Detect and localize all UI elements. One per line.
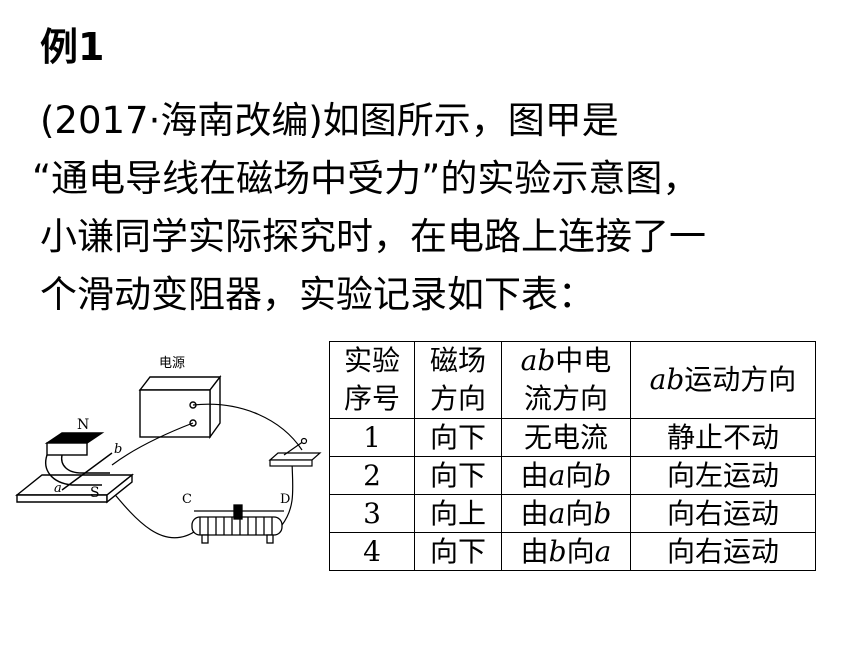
table-header-row: 实验序号 磁场方向 ab中电流方向 ab运动方向 [329,341,816,419]
cell-motion: 向左运动 [630,456,816,495]
experiment-table: 实验序号 磁场方向 ab中电流方向 ab运动方向 1 向下 无电流 静止不动 2… [329,341,816,571]
cell-current: 由a向b [501,456,631,495]
cell-current: 无电流 [501,418,631,457]
point-d-label: D [280,492,290,507]
power-supply [138,374,222,440]
horseshoe-magnet [44,432,113,491]
cell-no: 1 [329,418,415,457]
cell-field: 向下 [414,456,502,495]
cell-motion: 向右运动 [630,532,816,571]
problem-line: 个滑动变阻器，实验记录如下表： [40,273,595,316]
rheostat [191,504,284,544]
pole-n-label: N [77,417,89,433]
problem-text: (2017·海南改编)如图所示，图甲是 “通电导线在磁场中受力”的实验示意图， … [32,92,850,324]
cell-field: 向下 [414,418,502,457]
problem-line: 小谦同学实际探究时，在电路上连接了一 [40,215,706,258]
cell-motion: 静止不动 [630,418,816,457]
header-experiment-no: 实验序号 [329,341,415,419]
circuit-figure: 电源 N S a b [15,356,322,544]
cell-no: 2 [329,456,415,495]
cell-no: 4 [329,532,415,571]
table-row: 2 向下 由a向b 向左运动 [329,456,816,495]
point-b-label: b [114,442,122,457]
cell-field: 向上 [414,494,502,533]
cell-no: 3 [329,494,415,533]
cell-field: 向下 [414,532,502,571]
switch [268,437,322,467]
power-supply-label: 电源 [159,356,185,371]
magnet-base [15,473,134,504]
example-heading: 例1 [40,25,105,69]
table-row: 4 向下 由b向a 向右运动 [329,532,816,571]
table-row: 3 向上 由a向b 向右运动 [329,494,816,533]
point-a-label: a [54,481,62,496]
point-c-label: C [182,492,192,507]
pole-s-label: S [90,485,100,501]
header-current-direction: ab中电流方向 [501,341,631,419]
cell-current: 由a向b [501,494,631,533]
cell-motion: 向右运动 [630,494,816,533]
header-field-direction: 磁场方向 [414,341,502,419]
table-row: 1 向下 无电流 静止不动 [329,418,816,457]
header-motion-direction: ab运动方向 [630,341,816,419]
cell-current: 由b向a [501,532,631,571]
problem-line: “通电导线在磁场中受力”的实验示意图， [32,157,700,200]
problem-line: (2017·海南改编)如图所示，图甲是 [40,99,619,142]
